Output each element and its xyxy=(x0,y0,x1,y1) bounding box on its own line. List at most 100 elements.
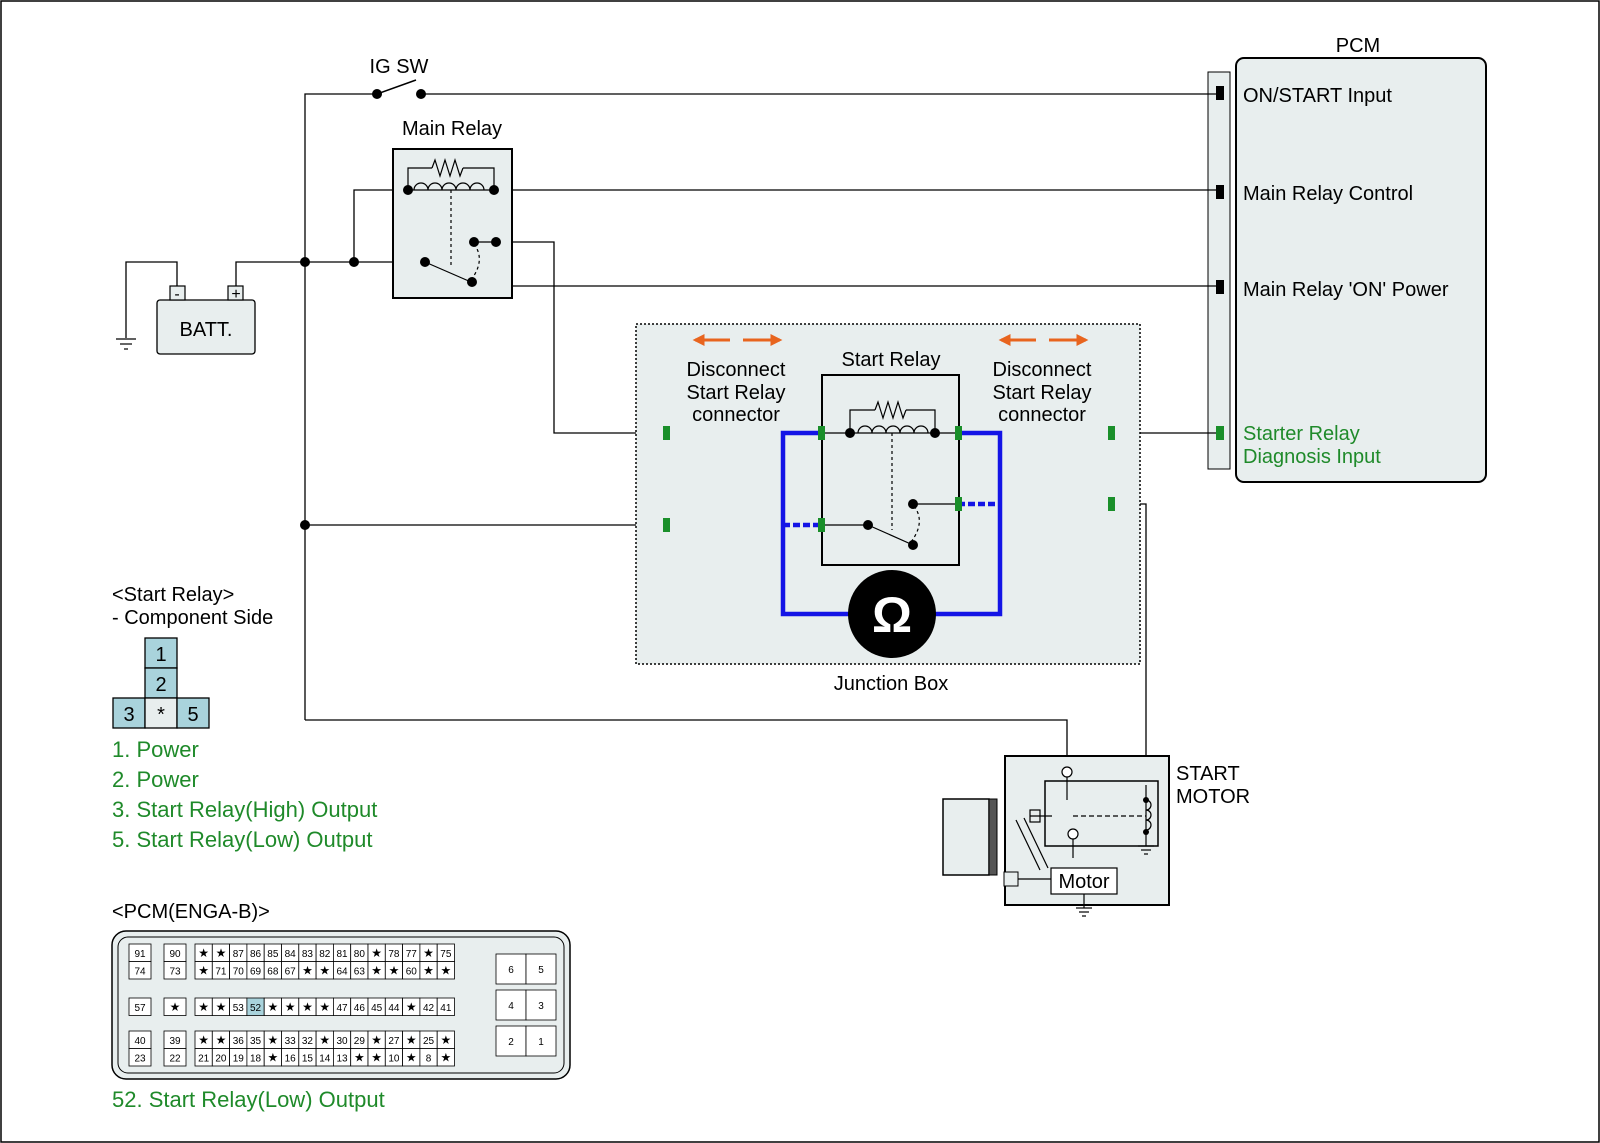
pcm-pin-row1_top-11: 80 xyxy=(354,949,366,960)
pcm-connector-legend: 52. Start Relay(Low) Output xyxy=(112,1087,385,1112)
pcm-pin-row3_top-8: 32 xyxy=(302,1036,314,1047)
pcm-main-relay-on-power-label: Main Relay 'ON' Power xyxy=(1243,279,1449,301)
pcm-pin-row1_top-16: 75 xyxy=(440,949,452,960)
pcm-pin-row1_bottom-11: 63 xyxy=(354,966,366,977)
junction-box-terminals xyxy=(663,426,1115,532)
start-relay-connector-subtitle: - Component Side xyxy=(112,607,273,629)
battery-plus-sign: + xyxy=(231,286,240,303)
pcm-pin-row1_top-12: ★ xyxy=(371,946,382,960)
pcm-pin-row3_bottom-13: 10 xyxy=(388,1053,400,1064)
pcm-pin-row2-13: 44 xyxy=(388,1003,400,1014)
pcm-pin-row3_bottom-9: 14 xyxy=(319,1053,331,1064)
main-relay: Main Relay xyxy=(392,118,513,299)
pcm-pin-row3_top-1: 39 xyxy=(169,1036,181,1047)
disconnect-left-line1: Disconnect xyxy=(687,359,786,381)
flywheel xyxy=(942,798,990,876)
junction-dots xyxy=(300,257,359,530)
pcm-pin-row2-3: ★ xyxy=(216,1000,227,1014)
pcm-connector-title: <PCM(ENGA-B)> xyxy=(112,901,270,923)
wire-main-relay-on-power xyxy=(495,242,1216,287)
pcm-pin-row1_top-8: 83 xyxy=(302,949,314,960)
pcm-pin-block-0-1-cell xyxy=(525,953,557,985)
pcm-pin-block-1-1: 3 xyxy=(538,1001,544,1012)
pcm-pin-block-1-0: 4 xyxy=(508,1001,514,1012)
pcm-pin-row3_bottom-1: 22 xyxy=(169,1053,181,1064)
pcm-pin-row3_bottom-1-cell xyxy=(163,1048,187,1067)
ground-symbol-battery xyxy=(116,338,136,350)
disconnect-right-line1: Disconnect xyxy=(993,359,1092,381)
pcm-pin-row3_bottom-10: 13 xyxy=(336,1053,348,1064)
pcm-pin-row3_top-14: ★ xyxy=(406,1033,417,1047)
pcm-pin-row2-12: 45 xyxy=(371,1003,383,1014)
wire-main-relay-to-start-relay xyxy=(496,241,663,434)
pcm-terminal-on-start xyxy=(1216,86,1224,100)
pcm-main-relay-control-label: Main Relay Control xyxy=(1243,183,1413,205)
pcm-pin-row3_top-11: 29 xyxy=(354,1036,366,1047)
start-motor-label-2: MOTOR xyxy=(1176,786,1250,808)
start-motor: START MOTOR Motor xyxy=(942,755,1250,917)
start-relay-pin-3: 3 xyxy=(123,704,134,726)
pcm-pin-row3_top-9: ★ xyxy=(319,1033,330,1047)
pcm-body xyxy=(1235,57,1487,483)
pcm-connector-inner xyxy=(117,936,565,1074)
ohmmeter-leads xyxy=(780,430,1003,617)
pcm-pin-row1_bottom-16: ★ xyxy=(440,963,451,977)
pcm-pin-row2-0: 57 xyxy=(134,1003,146,1014)
pcm-pin-row3_bottom-5: 18 xyxy=(250,1053,262,1064)
start-relay-pin-star: * xyxy=(157,704,165,726)
ohm-symbol: Ω xyxy=(872,587,912,643)
start-relay-legend-4: 5. Start Relay(Low) Output xyxy=(112,827,372,852)
wire-bus-to-start-motor xyxy=(305,719,1068,771)
pcm-pin-block-2-1: 1 xyxy=(538,1037,544,1048)
pcm-pin-row2-6: ★ xyxy=(267,1000,278,1014)
pcm-pin-row3_bottom-0: 23 xyxy=(134,1053,146,1064)
pcm-pin-row1_bottom-3: 71 xyxy=(215,966,227,977)
wire-main-relay-coil-feed xyxy=(353,189,408,262)
wire-batt-minus xyxy=(125,261,178,338)
pcm-pin-row1_bottom-6: 68 xyxy=(267,966,279,977)
pcm-pin-row3_bottom-8: 15 xyxy=(302,1053,314,1064)
pcm-pin-row3_top-2: ★ xyxy=(198,1033,209,1047)
pcm-pin-block-0-0: 6 xyxy=(508,965,514,976)
pcm-terminal-main-relay-power xyxy=(1216,280,1224,294)
pcm-pin-row3_bottom-3: 20 xyxy=(215,1053,227,1064)
disconnect-left-line3: connector xyxy=(692,404,780,426)
pcm-pin-row3_bottom-12: ★ xyxy=(371,1050,382,1064)
pcm-pin-row2-9: ★ xyxy=(319,1000,330,1014)
ohmmeter-icon: Ω xyxy=(848,570,936,658)
pcm-pin-row1_top-10: 81 xyxy=(336,949,348,960)
ground-symbol-motor xyxy=(1076,907,1092,917)
start-relay-legend-1: 1. Power xyxy=(112,737,199,762)
pcm-starter-diagnosis-label-2: Diagnosis Input xyxy=(1243,446,1381,468)
pcm-pin-row3_bottom-4: 19 xyxy=(233,1053,245,1064)
pcm-pin-row1_top-4: 87 xyxy=(233,949,245,960)
start-relay-box xyxy=(821,374,960,566)
pcm-pin-row1_bottom-16-cell xyxy=(436,961,455,980)
pcm-pin-row1_bottom-15: ★ xyxy=(423,963,434,977)
pcm-pin-row3_top-16: ★ xyxy=(440,1033,451,1047)
pcm-pin-row3_top-13: 27 xyxy=(388,1036,400,1047)
pcm-pin-block-2-1-cell xyxy=(525,1025,557,1057)
pcm-pin-row1_top-14: 77 xyxy=(406,949,418,960)
junction-box-label: Junction Box xyxy=(834,673,949,695)
start-relay-legend-3: 3. Start Relay(High) Output xyxy=(112,797,377,822)
pcm-pin-row1_bottom-14: 60 xyxy=(406,966,418,977)
ig-sw-label: IG SW xyxy=(370,56,429,78)
pcm-pin-row2-16: 41 xyxy=(440,1003,452,1014)
ignition-switch: IG SW xyxy=(370,56,429,99)
pcm-pin-row2-2: ★ xyxy=(198,1000,209,1014)
pcm-pin-row1_top-6: 85 xyxy=(267,949,279,960)
pcm-pin-row3_bottom-16-cell xyxy=(436,1048,455,1067)
pcm-connector-strip xyxy=(1207,71,1231,470)
ground-symbol-solenoid xyxy=(1138,845,1154,855)
pcm-pin-row3_bottom-14: ★ xyxy=(406,1050,417,1064)
pcm-pin-row2-1: ★ xyxy=(170,1000,181,1014)
pcm-pin-row1_bottom-4: 70 xyxy=(233,966,245,977)
pcm-pin-row1_bottom-12: ★ xyxy=(371,963,382,977)
pcm-pin-row3_top-6: ★ xyxy=(267,1033,278,1047)
pcm-pin-row3_top-4: 36 xyxy=(233,1036,245,1047)
start-relay-connector-title: <Start Relay> xyxy=(112,584,234,606)
